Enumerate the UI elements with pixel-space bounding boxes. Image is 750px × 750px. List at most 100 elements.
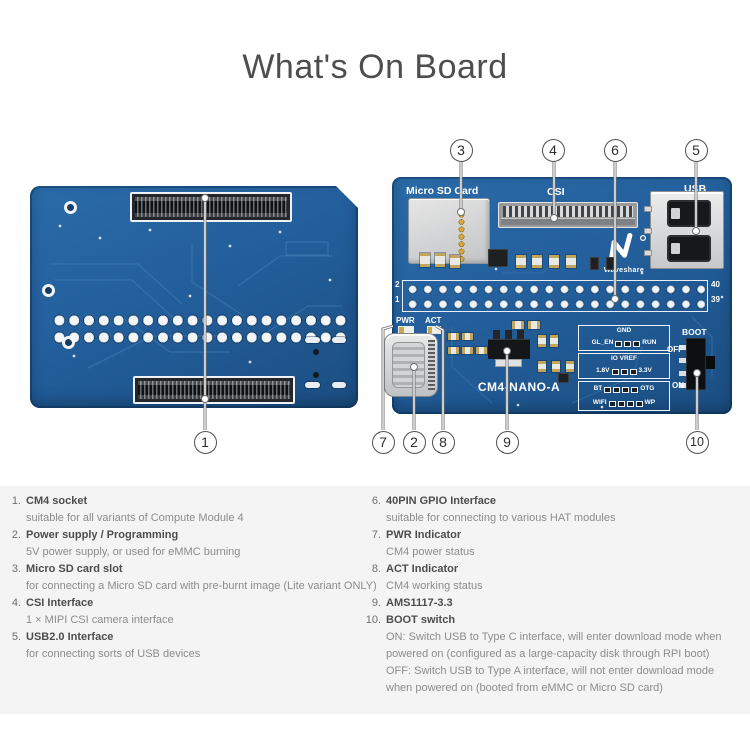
regulator-leg [505, 330, 512, 339]
usb-c-cavity [392, 342, 425, 388]
csi-latch [501, 218, 635, 225]
regulator-tab [495, 359, 522, 367]
silk-pin2: 2 [395, 280, 400, 289]
jumper-box-bt-wifi: BT OTG WIFI WP [578, 381, 670, 411]
silk-label-io-vref: IO VREF [610, 355, 637, 363]
boot-switch [679, 338, 715, 390]
jumper-pad [631, 386, 639, 393]
legend-item-7: 7.PWR Indicator CM4 power status [364, 527, 746, 561]
callout-4: 4 [541, 138, 565, 162]
connector-pins [135, 197, 287, 217]
board-back-view [30, 186, 358, 408]
callout-5: 5 [684, 138, 708, 162]
silk-label-pwr: PWR [396, 316, 415, 325]
gpio-through-holes [52, 312, 348, 346]
callout-6: 6 [603, 138, 627, 162]
smd-component [435, 253, 445, 267]
csi-connector [498, 202, 638, 228]
legend-desc: OFF: Switch USB to Type A interface, wil… [386, 665, 715, 677]
silk-label-micro-sd: Micro SD Card [406, 185, 479, 197]
legend-num: 10. [365, 614, 381, 626]
solder-pad [332, 382, 346, 388]
jumper-pad [620, 368, 628, 375]
jumper-pad [608, 400, 616, 407]
legend-title: Micro SD card slot [26, 563, 123, 575]
silk-label-gl-en: GL_EN [591, 339, 614, 347]
component-dot [313, 372, 319, 378]
legend-desc: suitable for connecting to various HAT m… [386, 512, 616, 524]
jumper-pad [604, 386, 612, 393]
silk-label-gnd: GND [616, 327, 632, 335]
smd-component [552, 361, 560, 372]
legend-item-4: 4.CSI Interface 1 × MIPI CSI camera inte… [4, 595, 360, 629]
page-title: What's On Board [242, 48, 508, 86]
legend-num: 6. [371, 495, 381, 507]
smd-component [558, 373, 569, 383]
legend-desc: for connecting a Micro SD card with pre-… [26, 580, 377, 592]
callout-7: 7 [371, 430, 395, 454]
sd-gold-pins [457, 211, 466, 263]
usb-a-connector [644, 191, 724, 269]
smd-component [512, 321, 524, 329]
regulator-leg [493, 330, 500, 339]
usb-tongue [671, 208, 680, 219]
legend-desc: ON: Switch USB to Type C interface, will… [386, 631, 722, 643]
legend-column-right: 6.40PIN GPIO Interface suitable for conn… [364, 493, 746, 697]
component-dot [313, 349, 319, 355]
legend-desc: powered on (configured as a large-capaci… [386, 648, 710, 660]
mounting-hole [42, 284, 55, 297]
usb-c-pins [428, 340, 435, 390]
usb-leg [644, 206, 652, 212]
switch-pin [679, 358, 686, 363]
connector-pins [138, 381, 290, 399]
legend-desc: 5V power supply, or used for eMMC burnin… [26, 546, 241, 558]
silk-pin40: 40 [711, 280, 720, 289]
legend-num: 7. [371, 529, 381, 541]
silk-label-otg: OTG [640, 385, 655, 393]
smd-component [476, 347, 487, 354]
silk-pin1: 1 [395, 295, 400, 304]
smd-component [590, 257, 599, 270]
smd-component [606, 257, 615, 270]
legend-item-2: 2.Power supply / Programming 5V power su… [4, 527, 360, 561]
silk-label-bt: BT [593, 385, 603, 393]
smd-component [566, 255, 576, 268]
usb-leg [644, 228, 652, 234]
silk-label-on: ON [672, 381, 684, 390]
switch-pin [679, 371, 686, 376]
legend-num: 4. [11, 597, 21, 609]
switch-pin [679, 383, 686, 388]
legend-title: ACT Indicator [386, 563, 459, 575]
smd-component [488, 249, 508, 267]
logo-mark [608, 233, 633, 265]
usb-leg [644, 250, 652, 256]
smd-component [528, 321, 540, 329]
mounting-hole [62, 336, 75, 349]
usb-slot-top [667, 200, 711, 227]
jumper-pad [629, 368, 637, 375]
silk-label-act: ACT [425, 316, 442, 325]
usb-c-connector [384, 333, 438, 397]
legend-title: AMS1117-3.3 [386, 597, 453, 609]
legend-title: CM4 socket [26, 495, 88, 507]
jumper-pad [626, 400, 634, 407]
smd-component [532, 255, 542, 268]
smd-component [538, 335, 546, 347]
smd-component [516, 255, 526, 268]
silk-label-wifi: WIFI [592, 399, 607, 407]
board-front-view: Micro SD Card CSI USB Waveshare [384, 177, 732, 414]
smd-component [450, 255, 460, 268]
legend-item-1: 1.CM4 socket suitable for all variants o… [4, 493, 360, 527]
legend-num: 9. [371, 597, 381, 609]
legend-item-3: 3.Micro SD card slot for connecting a Mi… [4, 561, 377, 595]
legend-desc: CM4 power status [386, 546, 475, 558]
legend-item-5: 5.USB2.0 Interface for connecting sorts … [4, 629, 360, 663]
switch-pin [679, 345, 686, 350]
callout-1: 1 [193, 430, 217, 454]
legend-desc: when powered on (booted from eMMC or Mic… [386, 682, 663, 694]
legend-title: Power supply / Programming [26, 529, 179, 541]
silk-label-run: RUN [642, 339, 657, 347]
silk-label-csi: CSI [547, 186, 565, 198]
legend-column-left: 1.CM4 socket suitable for all variants o… [4, 493, 377, 663]
silk-label-3v3: 3.3V [638, 367, 652, 375]
